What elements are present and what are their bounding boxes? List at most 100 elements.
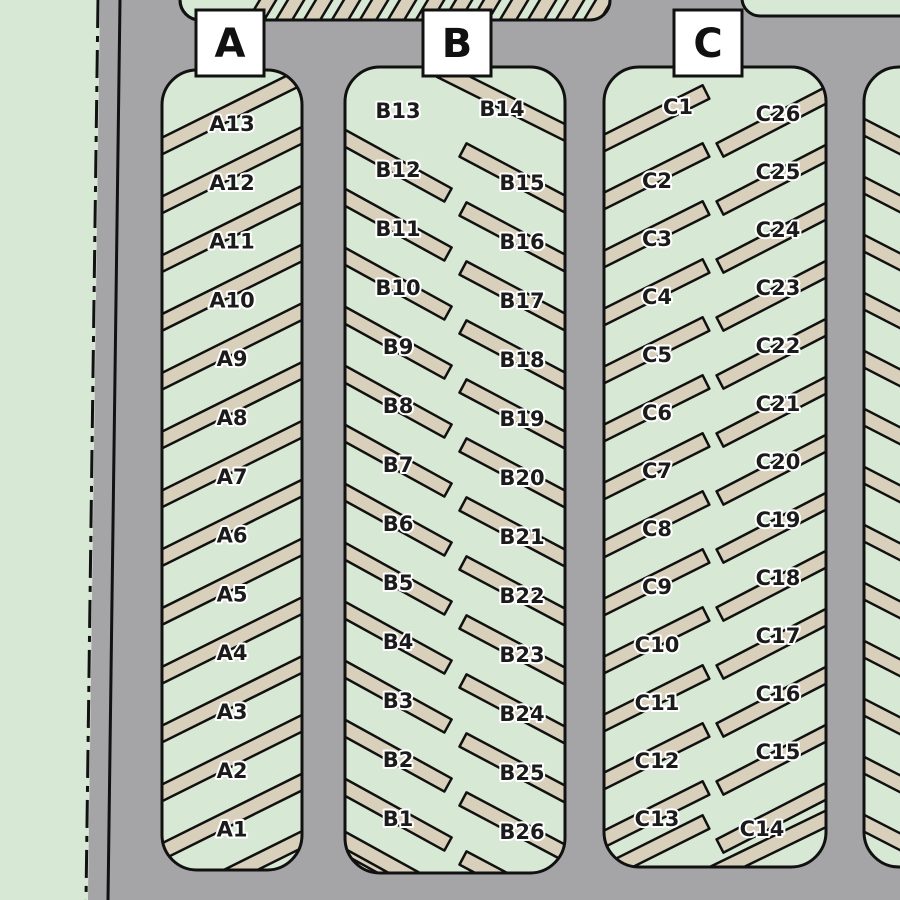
campsite-label[interactable]: B20 — [497, 464, 546, 492]
campsite-pad[interactable] — [587, 432, 711, 506]
campsite-label[interactable]: B22 — [497, 582, 546, 610]
campsite-pad[interactable] — [147, 179, 319, 278]
campsite-label[interactable]: B24 — [497, 700, 546, 728]
campsite-label[interactable]: B10 — [373, 274, 422, 302]
campsite-pad[interactable] — [326, 653, 453, 734]
campsite-pad[interactable] — [587, 316, 711, 390]
campsite-label[interactable]: C7 — [640, 457, 674, 485]
campsite-label[interactable]: C13 — [633, 805, 682, 833]
campsite-pad[interactable] — [147, 297, 319, 396]
campsite-pad[interactable] — [715, 80, 844, 158]
campsite-label[interactable]: B2 — [381, 746, 416, 774]
campsite-label[interactable]: C21 — [754, 390, 803, 418]
campsite-pad[interactable] — [147, 356, 319, 454]
campsite-label[interactable]: C20 — [754, 448, 803, 476]
campsite-pad[interactable] — [326, 240, 453, 321]
campsite-pad[interactable] — [587, 664, 711, 738]
campsite-label[interactable]: A1 — [215, 816, 250, 844]
campsite-pad[interactable] — [147, 414, 319, 513]
campsite-pad[interactable] — [326, 712, 453, 793]
campsite-pad[interactable] — [326, 181, 453, 262]
campsite-pad[interactable] — [458, 732, 583, 810]
campsite-label[interactable]: A11 — [207, 228, 256, 256]
campsite-pad[interactable] — [458, 496, 583, 574]
campsite-pad[interactable] — [458, 555, 583, 633]
campsite-label[interactable]: A7 — [215, 463, 250, 491]
campsite-label[interactable]: B13 — [373, 97, 422, 125]
campsite-pad[interactable] — [847, 692, 900, 744]
campsite-pad[interactable] — [715, 776, 844, 854]
campsite-pad[interactable] — [587, 548, 711, 622]
campsite-label[interactable]: B1 — [381, 805, 416, 833]
campsite-label[interactable]: B19 — [497, 405, 546, 433]
campsite-label[interactable]: C6 — [640, 399, 674, 427]
campsite-label[interactable]: A13 — [207, 110, 256, 138]
campsite-label[interactable]: A10 — [207, 286, 256, 314]
campsite-label[interactable]: B18 — [497, 346, 546, 374]
campsite-pad[interactable] — [847, 808, 900, 860]
campsite-pad[interactable] — [326, 594, 453, 675]
campsite-pad[interactable] — [587, 780, 711, 854]
campsite-label[interactable]: B23 — [497, 641, 546, 669]
campsite-label[interactable]: C17 — [754, 622, 803, 650]
campsite-label[interactable]: C24 — [754, 216, 803, 244]
campsite-label[interactable]: C25 — [754, 158, 803, 186]
campsite-pad[interactable] — [847, 634, 900, 686]
campsite-pad[interactable] — [847, 750, 900, 802]
campsite-label[interactable]: C9 — [640, 573, 674, 601]
campsite-pad[interactable] — [147, 532, 319, 631]
campsite-label[interactable]: C2 — [640, 167, 674, 195]
campsite-label[interactable]: A8 — [215, 404, 250, 432]
campsite-pad[interactable] — [458, 201, 583, 279]
campsite-pad[interactable] — [847, 576, 900, 628]
campsite-pad[interactable] — [847, 286, 900, 338]
campsite-pad[interactable] — [847, 518, 900, 570]
campsite-label[interactable]: C14 — [738, 815, 787, 843]
campsite-label[interactable]: C23 — [754, 274, 803, 302]
section-a-header[interactable]: A — [194, 8, 266, 78]
campsite-pad[interactable] — [458, 673, 583, 751]
campsite-pad[interactable] — [587, 258, 711, 332]
campsite-label[interactable]: C1 — [661, 93, 695, 121]
campsite-pad[interactable] — [847, 228, 900, 280]
campsite-pad[interactable] — [147, 591, 319, 690]
campsite-label[interactable]: B26 — [497, 818, 546, 846]
section-b-header[interactable]: B — [421, 8, 493, 78]
campsite-pad[interactable] — [326, 299, 453, 380]
campsite-pad[interactable] — [147, 767, 319, 866]
campsite-label[interactable]: A12 — [207, 169, 256, 197]
campsite-pad[interactable] — [847, 112, 900, 164]
campsite-pad[interactable] — [326, 417, 453, 498]
campsite-pad[interactable] — [715, 370, 844, 448]
campsite-pad[interactable] — [715, 254, 844, 332]
campsite-pad[interactable] — [458, 378, 583, 456]
campsite-label[interactable]: B21 — [497, 523, 546, 551]
campsite-label[interactable]: B6 — [381, 510, 416, 538]
campsite-label[interactable]: B25 — [497, 759, 546, 787]
campsite-pad[interactable] — [587, 200, 711, 274]
campsite-label[interactable]: C5 — [640, 341, 674, 369]
campsite-label[interactable]: A9 — [215, 345, 250, 373]
campsite-pad[interactable] — [715, 312, 844, 390]
campsite-pad[interactable] — [715, 602, 844, 680]
campsite-label[interactable]: B12 — [373, 156, 422, 184]
campsite-label[interactable]: A6 — [215, 522, 250, 550]
campsite-pad[interactable] — [587, 814, 711, 886]
campsite-pad[interactable] — [147, 473, 319, 572]
campsite-pad[interactable] — [326, 535, 453, 616]
campsite-pad[interactable] — [458, 437, 583, 515]
campsite-pad[interactable] — [715, 138, 844, 216]
campsite-pad[interactable] — [326, 122, 453, 203]
campsite-label[interactable]: C19 — [754, 506, 803, 534]
campsite-label[interactable]: B15 — [497, 169, 546, 197]
campsite-pad[interactable] — [847, 460, 900, 512]
campsite-pad[interactable] — [147, 825, 319, 900]
campsite-label[interactable]: C18 — [754, 564, 803, 592]
campsite-pad[interactable] — [587, 490, 711, 564]
campsite-label[interactable]: C15 — [754, 738, 803, 766]
campsite-pad[interactable] — [715, 196, 844, 274]
campsite-pad[interactable] — [326, 771, 453, 852]
campsite-pad[interactable] — [458, 142, 583, 220]
campsite-pad[interactable] — [715, 486, 844, 564]
campsite-pad[interactable] — [147, 650, 319, 748]
